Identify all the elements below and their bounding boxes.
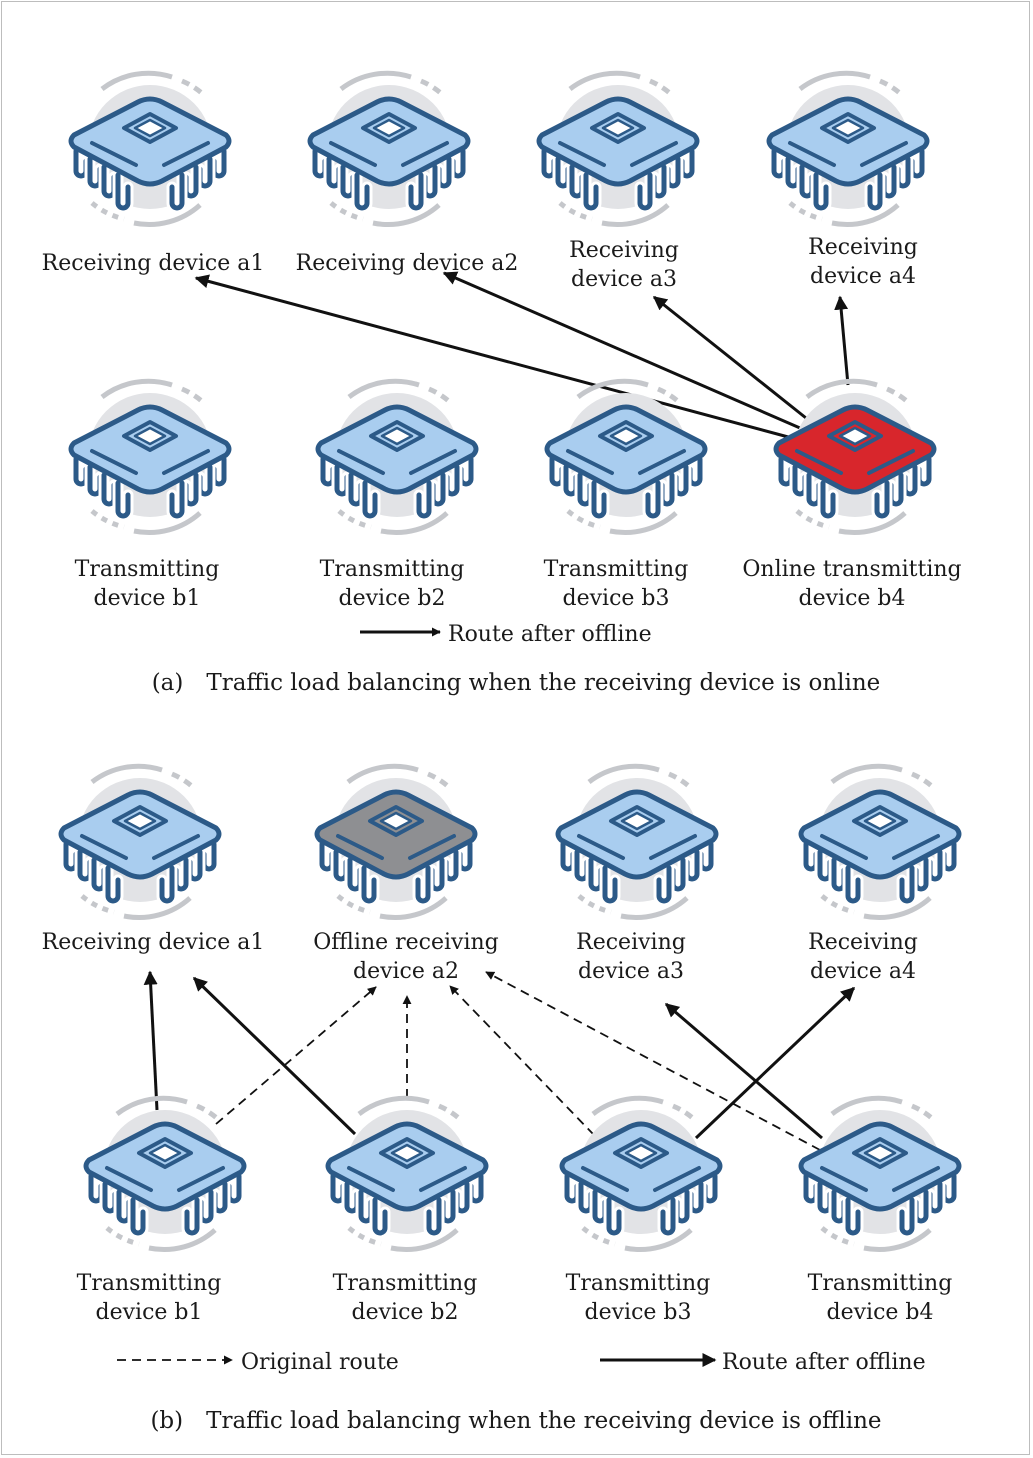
panel-a: Receiving device a1 Receiving device a2 … <box>42 70 962 696</box>
chip-icon <box>83 1095 247 1253</box>
chip-icon <box>68 378 232 536</box>
route-b1-to-a1 <box>143 970 159 1111</box>
chip-icon <box>58 763 222 921</box>
device-label: Receiving device a1 <box>42 251 265 276</box>
original-route-b4-to-a2 <box>485 971 821 1151</box>
panel-a-legend: Route after offline <box>360 622 652 647</box>
original-route-b1-to-a2 <box>215 986 377 1125</box>
panel-b-caption: (b) Traffic load balancing when the rece… <box>150 1408 881 1434</box>
panel-b-routes <box>143 970 856 1151</box>
original-route-b3-to-a2 <box>449 985 595 1136</box>
chip-icon <box>315 378 479 536</box>
panel-a-receiver-a1: Receiving device a1 <box>42 70 265 276</box>
panel-a-routes <box>194 271 850 440</box>
chip-icon <box>314 763 478 921</box>
panel-b-receiver-a1: Receiving device a1 <box>42 763 265 955</box>
legend-dashed-label: Original route <box>241 1350 399 1375</box>
legend-solid-label: Route after offline <box>448 622 652 647</box>
chip-icon <box>307 70 471 228</box>
chip-icon <box>325 1095 489 1253</box>
route-b4-to-a3 <box>652 295 807 420</box>
chip-icon <box>798 763 962 921</box>
legend-solid-label: Route after offline <box>722 1350 926 1375</box>
route-b2-to-a1 <box>192 976 357 1136</box>
chip-icon <box>68 70 232 228</box>
device-label: Receiving device a2 <box>296 251 519 276</box>
chip-icon <box>559 1095 723 1253</box>
chip-icon <box>766 70 930 228</box>
panel-b-legend: Original route Route after offline <box>117 1350 926 1375</box>
device-label: Receiving device a1 <box>42 930 265 955</box>
chip-icon <box>555 763 719 921</box>
chip-icon <box>798 1095 962 1253</box>
route-b4-to-a1 <box>194 274 793 440</box>
panel-a-caption: (a) Traffic load balancing when the rece… <box>152 670 881 696</box>
chip-icon <box>544 378 708 536</box>
route-b4-to-a4 <box>834 295 850 386</box>
route-b4-to-a2 <box>442 271 801 430</box>
route-b4-to-a3 <box>664 1002 823 1140</box>
panel-a-receiver-a2: Receiving device a2 <box>296 70 519 276</box>
chip-icon <box>773 378 937 536</box>
chip-icon <box>536 70 700 228</box>
route-b3-to-a4 <box>694 986 856 1140</box>
